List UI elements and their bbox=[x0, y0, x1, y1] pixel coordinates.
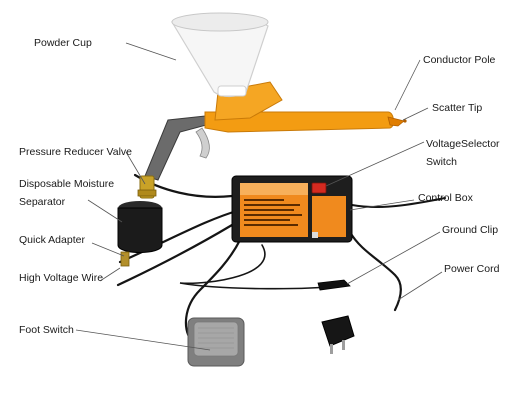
box-left-cable bbox=[116, 223, 234, 287]
label-foot-switch: Foot Switch bbox=[19, 324, 74, 336]
label-power-cord: Power Cord bbox=[444, 263, 500, 275]
leader-lines bbox=[75, 42, 443, 351]
ground-wire bbox=[179, 244, 341, 290]
leader-power-cord bbox=[397, 271, 443, 301]
air-fittings bbox=[117, 175, 163, 267]
power-cord-cable bbox=[348, 230, 402, 312]
leader-control-box bbox=[349, 199, 415, 211]
foot-switch-pedal bbox=[193, 321, 239, 357]
spray-gun bbox=[144, 81, 407, 181]
leader-voltage-selector bbox=[325, 141, 425, 187]
label-pressure-reducer-valve: Pressure Reducer Valve bbox=[19, 146, 133, 158]
high-voltage-wire bbox=[118, 208, 242, 264]
foot-switch bbox=[187, 317, 245, 367]
box-right-cable bbox=[351, 197, 446, 209]
voltage-selector-switch bbox=[311, 182, 327, 194]
leader-powder-cup bbox=[125, 42, 177, 61]
control-box-right-panel bbox=[312, 196, 346, 237]
label-quick-adapter: Quick Adapter bbox=[19, 234, 85, 246]
quick-adapter bbox=[120, 251, 130, 267]
label-ground-clip: Ground Clip bbox=[442, 224, 499, 236]
label-conductor-pole: Conductor Pole bbox=[423, 54, 496, 66]
plug-pin-2 bbox=[342, 340, 345, 350]
leader-scatter-tip bbox=[402, 107, 429, 121]
leader-moisture-separator bbox=[87, 199, 123, 223]
leader-conductor-pole bbox=[394, 59, 421, 111]
gun-handle bbox=[144, 115, 211, 181]
power-plug-body bbox=[321, 315, 355, 347]
control-box-fine-print bbox=[244, 199, 302, 226]
label-high-voltage-wire: High Voltage Wire bbox=[19, 272, 104, 284]
powder-cup-rim bbox=[171, 12, 269, 32]
powder-cup bbox=[171, 12, 269, 98]
scatter-tip bbox=[387, 116, 405, 127]
control-box-label-band bbox=[240, 183, 308, 195]
plug-pin-1 bbox=[330, 344, 333, 354]
moisture-separator-body bbox=[117, 207, 163, 253]
control-box bbox=[231, 175, 353, 243]
label-control-box: Control Box bbox=[418, 192, 473, 204]
label-scatter-tip: Scatter Tip bbox=[432, 102, 483, 114]
powder-cup-neck bbox=[217, 85, 247, 97]
leader-ground-clip bbox=[346, 231, 441, 285]
label-voltage-selector-line2: Switch bbox=[426, 156, 457, 168]
label-voltage-selector-line1: VoltageSelector bbox=[426, 138, 500, 150]
leader-high-voltage-wire bbox=[99, 267, 121, 282]
ground-clip-body bbox=[317, 279, 351, 291]
ground-clip bbox=[317, 279, 351, 291]
ground-terminal bbox=[312, 232, 318, 238]
label-disposable-moisture-line1: Disposable Moisture bbox=[19, 178, 115, 190]
leader-foot-switch bbox=[75, 329, 211, 351]
gun-trigger bbox=[195, 127, 210, 159]
valve-nut bbox=[137, 189, 157, 197]
label-disposable-moisture-line2: Separator bbox=[19, 196, 66, 208]
leader-pressure-reducer bbox=[125, 151, 146, 185]
scatter-tip-needle bbox=[403, 119, 407, 123]
power-plug bbox=[321, 315, 355, 354]
label-powder-cup: Powder Cup bbox=[34, 37, 92, 49]
leader-quick-adapter bbox=[91, 242, 125, 257]
pedal-texture bbox=[198, 327, 234, 349]
